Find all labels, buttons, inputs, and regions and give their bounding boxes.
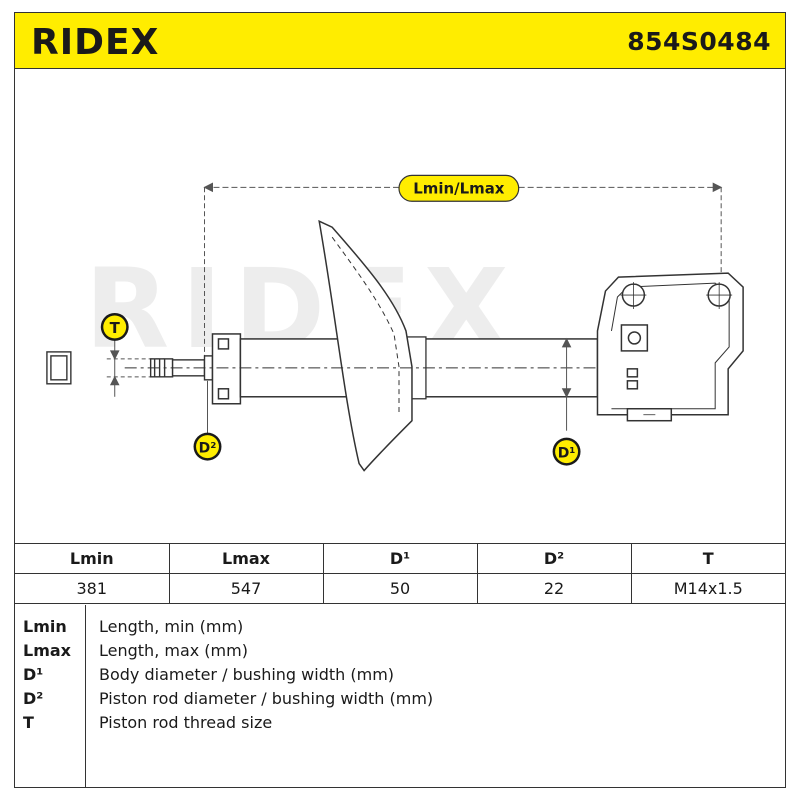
- body-diameter-dimension: [561, 337, 572, 431]
- svg-text:D¹: D¹: [558, 446, 576, 462]
- spec-header: D¹: [322, 543, 478, 574]
- legend-key: Lmax: [23, 641, 71, 660]
- spec-header: T: [630, 543, 785, 574]
- legend-key: T: [23, 713, 34, 732]
- spring-seat: [318, 219, 413, 472]
- legend-key: Lmin: [23, 617, 67, 636]
- spec-header: D²: [476, 543, 632, 574]
- legend-divider: [85, 605, 86, 787]
- legend-desc: Length, max (mm): [99, 641, 248, 660]
- legend-key: D²: [23, 689, 44, 708]
- product-sheet: RIDEX 854S0484 RIDEX Lmin/Lmax: [14, 12, 786, 788]
- legend: Lmin Length, min (mm) Lmax Length, max (…: [15, 605, 785, 787]
- spec-value-row: 381 547 50 22 M14x1.5: [15, 573, 785, 604]
- spec-table: Lmin Lmax D¹ D² T 381 547 50 22 M14x1.5: [15, 543, 785, 604]
- legend-item: D² Piston rod diameter / bushing width (…: [15, 689, 785, 713]
- ridex-logo: RIDEX: [31, 22, 159, 61]
- piston-rod: [149, 355, 214, 381]
- thread-dimension: [106, 338, 165, 397]
- mounting-bracket: [596, 272, 744, 422]
- legend-item: Lmin Length, min (mm): [15, 617, 785, 641]
- legend-desc: Length, min (mm): [99, 617, 244, 636]
- legend-item: D¹ Body diameter / bushing width (mm): [15, 665, 785, 689]
- part-number: 854S0484: [627, 27, 771, 56]
- spec-value: 22: [476, 573, 632, 604]
- legend-desc: Body diameter / bushing width (mm): [99, 665, 395, 684]
- body-diameter-label: D¹: [552, 437, 581, 466]
- rod-diameter-label: D²: [193, 380, 222, 461]
- svg-text:Lmin/Lmax: Lmin/Lmax: [413, 179, 505, 197]
- shock-absorber-drawing: RIDEX Lmin/Lmax T: [46, 174, 744, 472]
- svg-text:D²: D²: [199, 441, 217, 457]
- svg-text:T: T: [110, 319, 121, 337]
- top-cap: [211, 333, 242, 405]
- spec-header: Lmax: [168, 543, 324, 574]
- spec-value: 381: [15, 573, 170, 604]
- svg-text:RIDEX: RIDEX: [31, 22, 159, 61]
- spec-header-row: Lmin Lmax D¹ D² T: [15, 543, 785, 574]
- spec-value: 50: [322, 573, 478, 604]
- nut-part: [46, 351, 72, 385]
- spec-value: 547: [168, 573, 324, 604]
- legend-desc: Piston rod thread size: [99, 713, 273, 732]
- length-label: Lmin/Lmax: [398, 174, 520, 202]
- length-dimension: [203, 182, 723, 374]
- legend-desc: Piston rod diameter / bushing width (mm): [99, 689, 434, 708]
- spec-value: M14x1.5: [630, 573, 785, 604]
- spec-header: Lmin: [15, 543, 170, 574]
- thread-label: T: [100, 312, 129, 341]
- legend-item: Lmax Length, max (mm): [15, 641, 785, 665]
- header-bar: RIDEX 854S0484: [15, 13, 785, 69]
- legend-key: D¹: [23, 665, 44, 684]
- legend-item: T Piston rod thread size: [15, 713, 785, 737]
